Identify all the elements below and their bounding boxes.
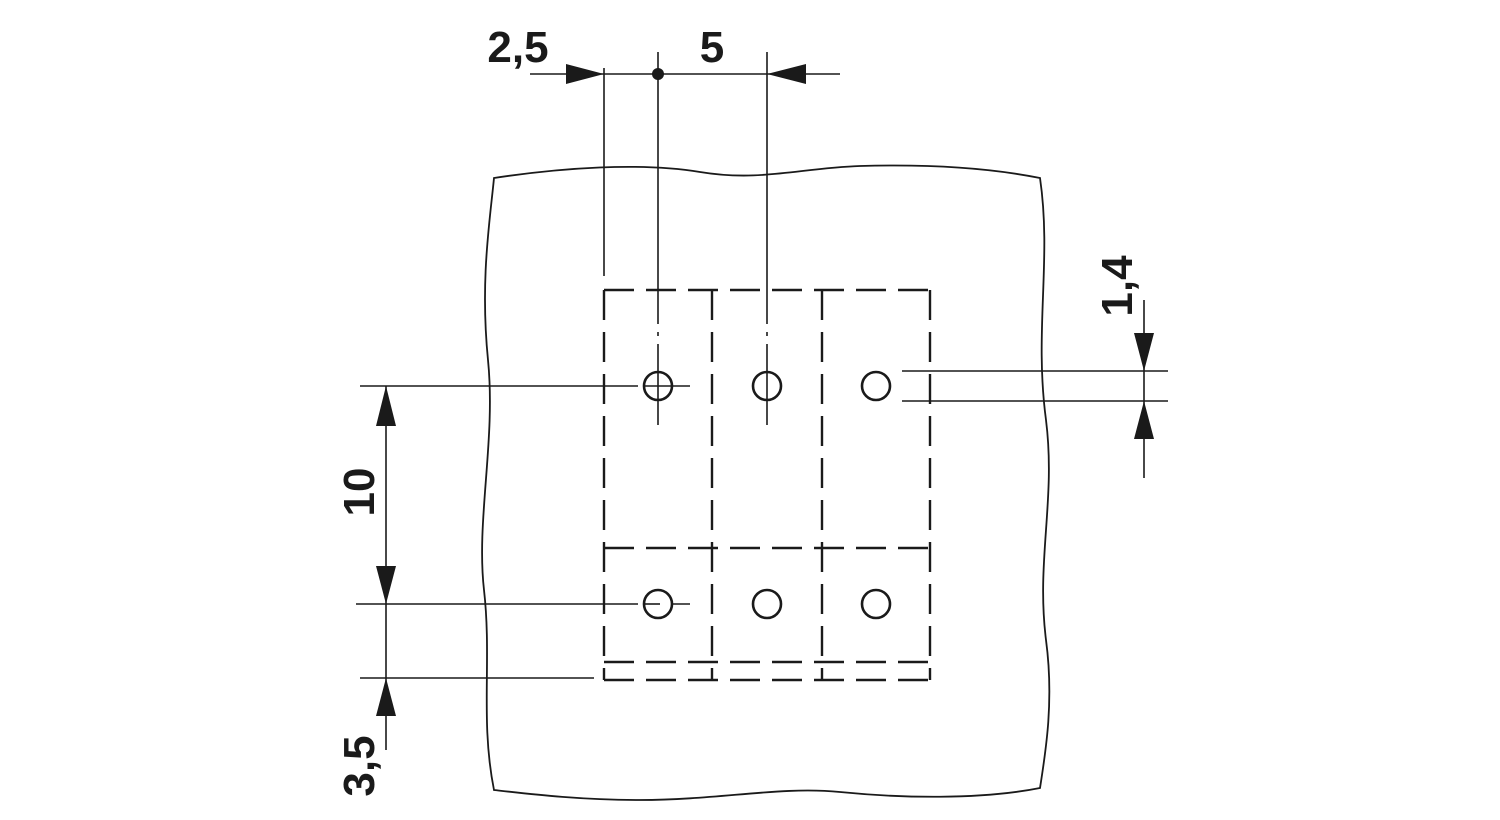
arrow-up-icon <box>1134 401 1154 439</box>
arrow-up-icon <box>376 678 396 716</box>
left-dimension: 10 3,5 <box>335 386 396 797</box>
component-footprint <box>602 288 932 682</box>
drill-hole <box>860 588 892 620</box>
arrow-down-icon <box>1134 333 1154 371</box>
edge-offset-dimension-label: 3,5 <box>335 735 384 796</box>
arrow-down-icon <box>376 566 396 604</box>
arrow-up-icon <box>376 386 396 426</box>
top-dimension: 2,5 5 <box>487 23 840 84</box>
hole-center-marks <box>644 372 768 605</box>
drill-hole <box>751 588 783 620</box>
row-spacing-dimension-label: 10 <box>335 468 384 517</box>
reference-dot <box>652 68 664 80</box>
center-lines <box>604 290 768 605</box>
drill-hole <box>860 370 892 402</box>
arrow-right-icon <box>566 64 604 84</box>
pitch-dimension-label: 5 <box>700 23 724 72</box>
arrow-left-icon <box>767 64 806 84</box>
extension-lines <box>356 52 1168 679</box>
board-outline <box>481 164 1051 801</box>
offset-dimension-label: 2,5 <box>487 23 548 72</box>
right-dimension: 1,4 <box>1093 255 1154 478</box>
hole-diameter-dimension-label: 1,4 <box>1093 255 1142 317</box>
